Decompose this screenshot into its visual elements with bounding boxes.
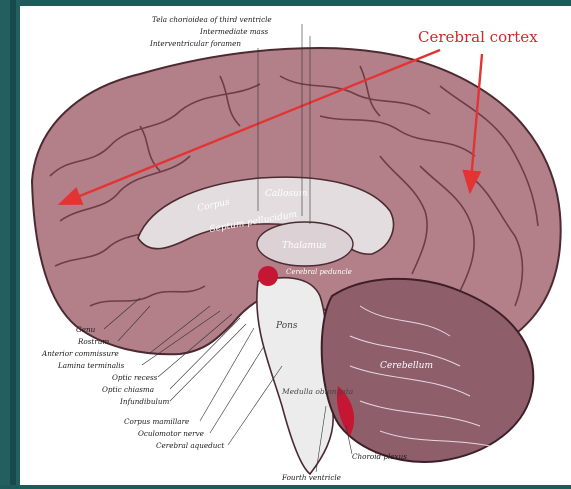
left-label: Corpus mamillare bbox=[124, 417, 189, 426]
pineal-region bbox=[258, 266, 278, 286]
left-label: Anterior commissure bbox=[41, 349, 119, 358]
left-label: Optic chiasma bbox=[102, 385, 154, 394]
left-label: Optic recess bbox=[112, 373, 158, 382]
label-peduncle: Cerebral peduncle bbox=[286, 268, 352, 276]
label-medulla: Medulla oblongata bbox=[281, 387, 353, 396]
left-label: Lamina terminalis bbox=[57, 361, 125, 370]
diagram-panel: Corpus Callosum Septum pellucidum Thalam… bbox=[20, 6, 571, 485]
bottom-label: Fourth ventricle bbox=[281, 473, 341, 482]
diagram-title: Cerebral cortex bbox=[418, 28, 538, 46]
label-callosum: Callosum bbox=[265, 189, 307, 199]
top-label: Intermediate mass bbox=[199, 27, 269, 36]
brain-diagram: Corpus Callosum Septum pellucidum Thalam… bbox=[20, 6, 571, 485]
left-edge-accent bbox=[10, 0, 16, 485]
top-label: Interventricular foramen bbox=[149, 39, 241, 48]
label-pons: Pons bbox=[275, 321, 298, 331]
left-label: Infundibulum bbox=[119, 397, 169, 406]
bottom-label: Choroid plexus bbox=[352, 452, 407, 461]
left-label: Genu bbox=[76, 325, 96, 334]
brainstem bbox=[257, 278, 333, 474]
left-label: Oculomotor nerve bbox=[138, 429, 204, 438]
left-label: Cerebral aqueduct bbox=[156, 441, 224, 450]
label-thalamus: Thalamus bbox=[282, 241, 327, 251]
top-label: Tela chorioidea of third ventricle bbox=[152, 15, 272, 24]
left-label: Rostrum bbox=[77, 337, 109, 346]
label-cerebellum: Cerebellum bbox=[380, 361, 433, 371]
